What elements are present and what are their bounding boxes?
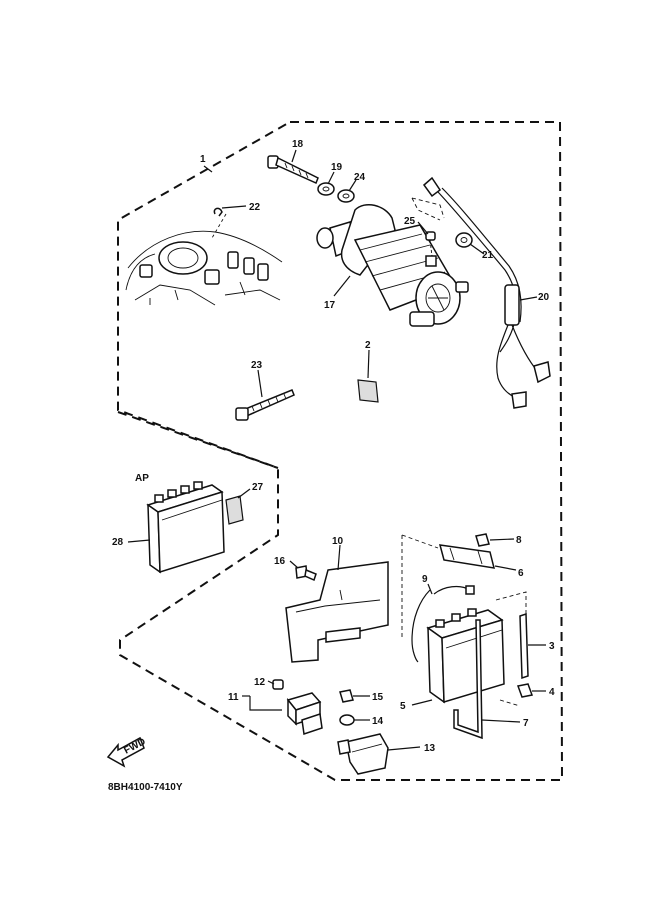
- callout-3: 3: [549, 641, 555, 652]
- battery-ap-28: [146, 481, 225, 574]
- clip-22: [213, 207, 223, 217]
- engine-block-fragment: [125, 230, 283, 306]
- callout-12: 12: [254, 677, 266, 688]
- washer-14: [339, 714, 355, 726]
- washer-24: [337, 189, 355, 203]
- callout-15: 15: [372, 692, 384, 703]
- diagram-code: 8BH4100-7410Y: [108, 782, 183, 793]
- callout-19: 19: [331, 162, 343, 173]
- callout-20: 20: [538, 292, 550, 303]
- callout-14: 14: [372, 716, 384, 727]
- callout-6: 6: [518, 568, 524, 579]
- callout-24: 24: [354, 172, 366, 183]
- callout-18: 18: [292, 139, 304, 150]
- label-plate-2: [357, 379, 379, 403]
- nut-4: [516, 683, 534, 698]
- callout-25: 25: [404, 216, 416, 227]
- holddown-rod-7: [453, 619, 483, 740]
- callout-28: 28: [112, 537, 124, 548]
- assembly-boundary: [117, 121, 564, 781]
- lock-washer-19: [317, 182, 335, 196]
- callout-27: 27: [252, 482, 264, 493]
- callout-23: 23: [251, 360, 263, 371]
- callout-16: 16: [274, 556, 286, 567]
- rod-3: [519, 612, 529, 680]
- callout-10: 10: [332, 536, 344, 547]
- callout-1: 1: [200, 154, 206, 165]
- nut-15: [339, 689, 354, 703]
- cable-20: [422, 176, 551, 409]
- starter-motor-17: [316, 203, 469, 327]
- callout-4: 4: [549, 687, 555, 698]
- bolt-18: [267, 155, 319, 185]
- battery-5: [426, 608, 505, 704]
- fwd-arrow-icon: FWD: [106, 736, 148, 768]
- ap-battery-boundary: [117, 411, 279, 469]
- cap-13: [337, 733, 389, 775]
- nut-8: [475, 533, 490, 547]
- callout-21: 21: [482, 250, 494, 261]
- callout-11: 11: [228, 692, 239, 703]
- grommet-12: [272, 679, 284, 690]
- callout-8: 8: [516, 535, 522, 546]
- callout-5: 5: [400, 701, 406, 712]
- callout-22: 22: [249, 202, 261, 213]
- callout-9: 9: [422, 574, 428, 585]
- callout-13: 13: [424, 743, 436, 754]
- callout-2: 2: [365, 340, 371, 351]
- bolt-16: [295, 565, 317, 582]
- nut-21: [455, 232, 473, 248]
- label-27: [225, 495, 244, 525]
- nut-26: [425, 231, 436, 241]
- callout-17: 17: [324, 300, 336, 311]
- battery-holder-6: [438, 544, 496, 569]
- variant-ap-label: AP: [135, 473, 149, 484]
- cable-tie-23: [235, 389, 295, 421]
- battery-lead-9: [411, 589, 431, 663]
- callout-7: 7: [523, 718, 529, 729]
- battery-cover-10: [285, 561, 389, 663]
- relay-11: [286, 692, 323, 735]
